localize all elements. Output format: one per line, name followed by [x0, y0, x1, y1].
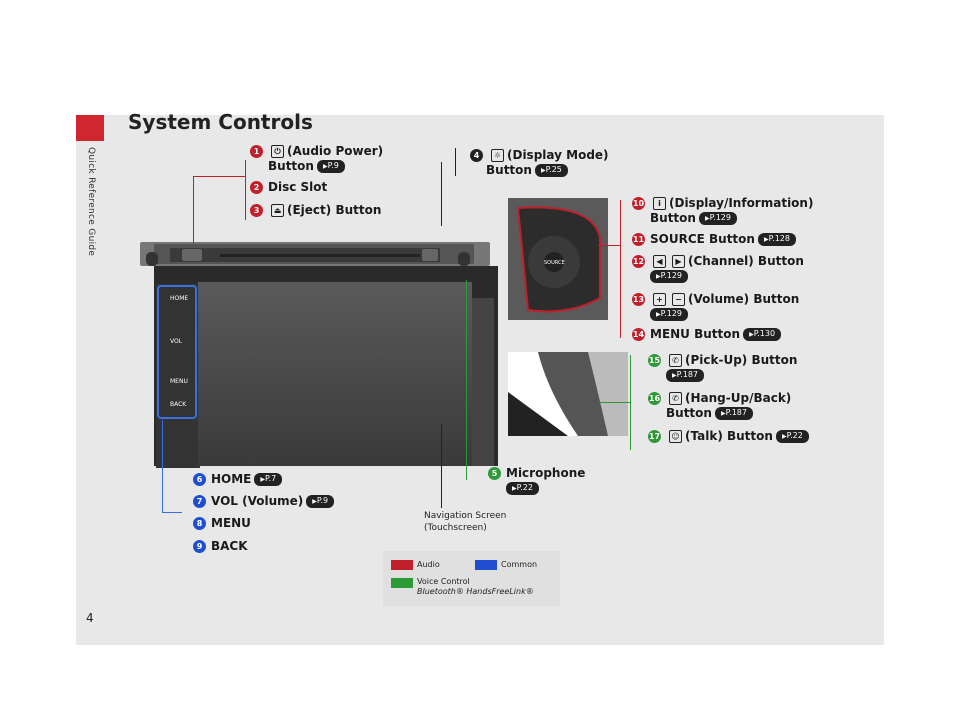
ref-link[interactable]: P.9	[316, 160, 345, 173]
ref-link[interactable]: P.22	[775, 430, 809, 443]
ref-link[interactable]: P.187	[714, 407, 753, 420]
head-unit-illustration: HOME VOL MENU BACK	[140, 242, 498, 468]
ref-link[interactable]: P.25	[534, 164, 568, 177]
ref-link[interactable]: P.129	[698, 212, 737, 225]
ref-link[interactable]: P.7	[254, 473, 283, 486]
ref-link[interactable]: P.128	[757, 233, 796, 246]
legend-common-label: Common	[501, 560, 538, 569]
legend-common-swatch	[475, 560, 497, 570]
sidebar-section-label: Quick Reference Guide	[86, 147, 96, 257]
steering-wheel-audio-controls: SOURCE	[508, 198, 608, 320]
source-button-label: SOURCE	[544, 260, 565, 266]
legend-voice-swatch	[391, 578, 413, 588]
menu-button-label: MENU	[170, 378, 188, 385]
label-display-mode: 4☼(Display Mode) ButtonP.25	[470, 148, 609, 178]
legend-audio-label: Audio	[417, 560, 440, 569]
label-pick-up: 15✆(Pick-Up) Button P.187	[648, 353, 797, 383]
label-eject: 3⏏(Eject) Button	[250, 203, 381, 218]
ref-link[interactable]: P.187	[666, 369, 705, 382]
steering-wheel-phone-controls	[508, 352, 628, 436]
back-button-label: BACK	[170, 401, 187, 408]
legend-audio-swatch	[391, 560, 413, 570]
label-audio-power: 1⏻(Audio Power) ButtonP.9	[250, 144, 383, 174]
page-number: 4	[86, 611, 94, 625]
ref-link[interactable]: P.129	[650, 270, 689, 283]
vol-button-label: VOL	[170, 338, 183, 345]
ref-link[interactable]: P.9	[306, 495, 335, 508]
ref-link[interactable]: P.22	[506, 482, 539, 495]
page-title: System Controls	[128, 110, 313, 134]
label-display-information: 10i(Display/Information) ButtonP.129	[632, 196, 813, 226]
section-tab	[76, 115, 104, 141]
ref-link[interactable]: P.129	[650, 308, 689, 321]
home-button-label: HOME	[170, 295, 188, 302]
label-channel: 12◀▶(Channel) Button P.129	[632, 254, 804, 284]
label-volume: 13+−(Volume) Button P.129	[632, 292, 799, 322]
label-home: 6HOMEP.7	[193, 472, 283, 487]
navigation-screen-caption: Navigation Screen(Touchscreen)	[424, 511, 507, 533]
label-hang-up: 16✆(Hang-Up/Back) ButtonP.187	[648, 391, 791, 421]
ref-link[interactable]: P.130	[743, 328, 782, 341]
label-talk: 17☺(Talk) ButtonP.22	[648, 429, 809, 444]
